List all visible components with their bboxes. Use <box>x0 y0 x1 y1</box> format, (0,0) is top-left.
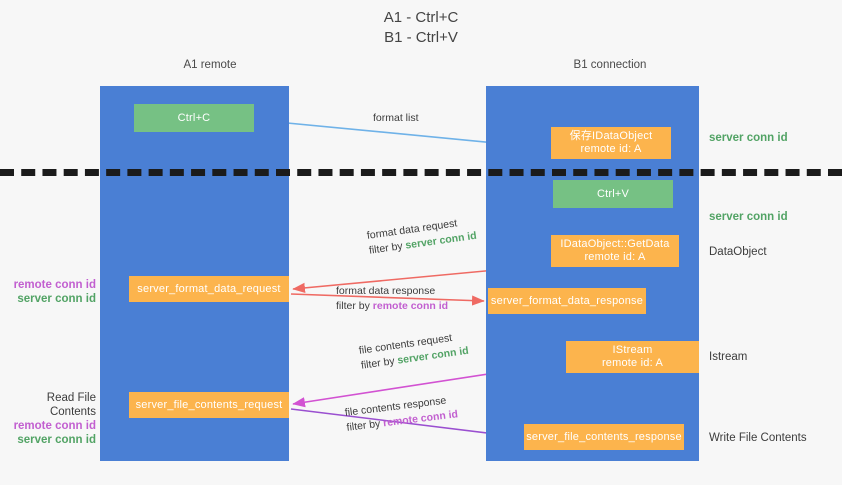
annotation-read-file-contents-group: Read File Contents remote conn id server… <box>4 391 96 447</box>
annotation-write-file-contents: Write File Contents <box>709 432 807 444</box>
page-title: A1 - Ctrl+C B1 - Ctrl+V <box>383 9 459 46</box>
column-header-a1: A1 remote <box>183 59 237 71</box>
box-server-file-contents-request[interactable]: server_file_contents_request <box>129 392 289 418</box>
flow-label-filter-line: filter by remote conn id <box>336 299 448 314</box>
box-server-format-data-request[interactable]: server_format_data_request <box>129 276 289 302</box>
flow-label-format-data-response: format data response filter by remote co… <box>336 284 448 314</box>
annotation-conn-ids-format: remote conn id server conn id <box>8 278 96 306</box>
box-ctrl-c[interactable]: Ctrl+C <box>134 104 254 132</box>
annotation-istream: Istream <box>709 351 748 363</box>
arrow-format-data-response <box>290 293 485 306</box>
column-header-b1: B1 connection <box>573 59 647 71</box>
box-save-idataobject[interactable]: 保存IDataObject remote id: A <box>551 127 671 159</box>
box-idataobject-getdata[interactable]: IDataObject::GetData remote id: A <box>551 235 679 267</box>
flow-label-format-list: format list <box>373 112 419 124</box>
annotation-read-file-contents: Read File Contents <box>46 392 96 418</box>
filter-prefix: filter by <box>360 354 399 372</box>
annotation-server-conn-id-top: server conn id <box>709 132 788 144</box>
filter-conn-id: remote conn id <box>372 300 449 312</box>
filter-prefix: filter by <box>345 417 384 434</box>
arrow-file-contents-response <box>290 408 521 441</box>
flow-label-line1: format data response <box>336 285 436 297</box>
box-server-file-contents-response[interactable]: server_file_contents_response <box>524 424 684 450</box>
annotation-server-conn-id-mid: server conn id <box>709 211 788 223</box>
annotation-server-conn-id-1: server conn id <box>17 293 96 305</box>
dashed-divider <box>0 169 842 176</box>
box-server-format-data-response[interactable]: server_format_data_response <box>488 288 646 314</box>
annotation-dataobject: DataObject <box>709 246 767 258</box>
box-istream[interactable]: IStream remote id: A <box>566 341 699 373</box>
annotation-remote-conn-id-2: remote conn id <box>13 420 96 432</box>
filter-prefix: filter by <box>336 300 373 312</box>
box-ctrl-v[interactable]: Ctrl+V <box>553 180 673 208</box>
filter-prefix: filter by <box>368 239 407 257</box>
annotation-server-conn-id-2: server conn id <box>17 434 96 446</box>
annotation-remote-conn-id-1: remote conn id <box>13 279 96 291</box>
